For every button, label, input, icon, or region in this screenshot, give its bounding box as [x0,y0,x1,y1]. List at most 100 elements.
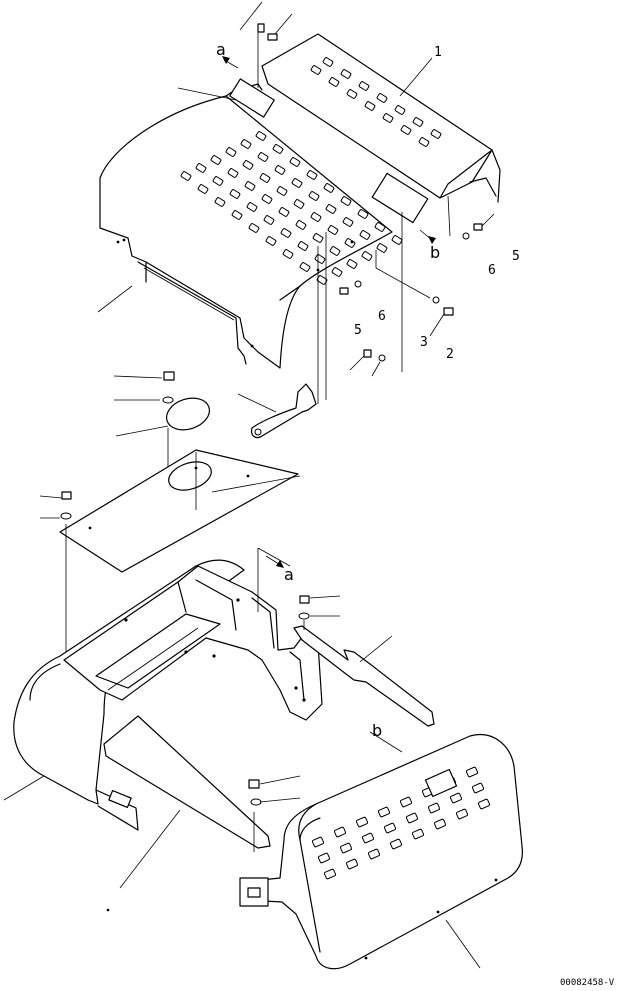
grille-slot [412,117,424,127]
grille-slot [272,144,284,154]
grille-slot [340,69,352,79]
cover-plate [39,449,301,656]
grille-slot [331,267,343,277]
callout-2: 2 [446,347,454,362]
grille-slot [242,160,254,170]
grille-slot [227,168,239,178]
callout-5a: 5 [354,323,362,338]
marker-bottom-a: a [284,565,294,584]
marker-top-a: a [216,40,226,59]
grille-slot [323,183,335,193]
grille-slot [389,838,403,850]
grille-slot [276,186,288,196]
grille-slot [374,222,386,232]
grille-slot [430,129,442,139]
grille-slot [455,808,469,820]
grille-slot [400,125,412,135]
grille-slot [263,215,275,225]
grille-slot [346,259,358,269]
grille-slot [278,207,290,217]
grille-slot [291,178,303,188]
hood-stay-bracket [237,383,317,439]
grille-slot [364,101,376,111]
grille-slot [329,246,341,256]
grille-slot [323,868,337,880]
grille-slot [299,262,311,272]
side-strap-bracket [293,595,435,727]
grille-slot [322,57,334,67]
grille-slot [312,233,324,243]
grille-slot [306,170,318,180]
grille-slot [376,93,388,103]
grille-slot [297,241,309,251]
callout-3: 3 [420,335,428,350]
grille-slot [225,147,237,157]
grille-slot [308,191,320,201]
grille-slot [449,792,463,804]
grille-slot [399,796,413,808]
grille-slot [210,155,222,165]
grille-slot [359,230,371,240]
round-cover-lid [113,371,211,502]
grille-slot [377,806,391,818]
grille-slot [342,217,354,227]
callout-6b: 6 [488,263,496,278]
grille-slot [391,235,403,245]
grille-slot [327,225,339,235]
grille-slot [361,251,373,261]
callout-5b: 5 [512,249,520,264]
grille-slot [382,113,394,123]
grille-slot [394,105,406,115]
right-side-cover [239,731,523,970]
grille-slot [180,171,192,181]
grille-slot [418,137,430,147]
grille-slot [295,220,307,230]
grille-slot [405,812,419,824]
callout-numbers: 1 2 3 5 6 5 6 [354,45,520,362]
grille-slot [293,199,305,209]
callout-6a: 6 [378,309,386,324]
grille-slot [246,202,258,212]
marker-top-b: b [430,243,440,262]
grille-slot [259,173,271,183]
grille-slot [265,236,277,246]
grille-slot [383,822,397,834]
grille-slot [339,842,353,854]
grille-slot [477,798,491,810]
grille-slot [346,89,358,99]
grille-slot [358,81,370,91]
grille-slot [229,189,241,199]
top-fasteners [97,1,495,404]
grille-slot [195,163,207,173]
grille-slot [212,176,224,186]
grille-slot [244,181,256,191]
grille-slot [310,212,322,222]
grille-slot [376,243,388,253]
grille-slot [433,818,447,830]
grille-slot [328,77,340,87]
marker-bottom-b: b [372,721,382,740]
view-markers: a b a b [216,40,440,740]
grille-slot [355,816,369,828]
grille-slot [344,238,356,248]
grille-slot [317,852,331,864]
grille-slot [257,152,269,162]
grille-slot [357,209,369,219]
grille-slot [427,802,441,814]
grille-slot [310,65,322,75]
grille-slot [274,165,286,175]
callout-1: 1 [434,45,442,60]
grille-slot [314,254,326,264]
grille-slot [471,782,485,794]
center-cover-plate [103,715,301,912]
grille-slot [197,184,209,194]
grille-slot [214,197,226,207]
figure-code: 00082458-V [560,978,615,988]
grille-slot [289,157,301,167]
grille-slot [255,131,267,141]
grille-slot [240,139,252,149]
grille-slot [361,832,375,844]
grille-slot [311,836,325,848]
